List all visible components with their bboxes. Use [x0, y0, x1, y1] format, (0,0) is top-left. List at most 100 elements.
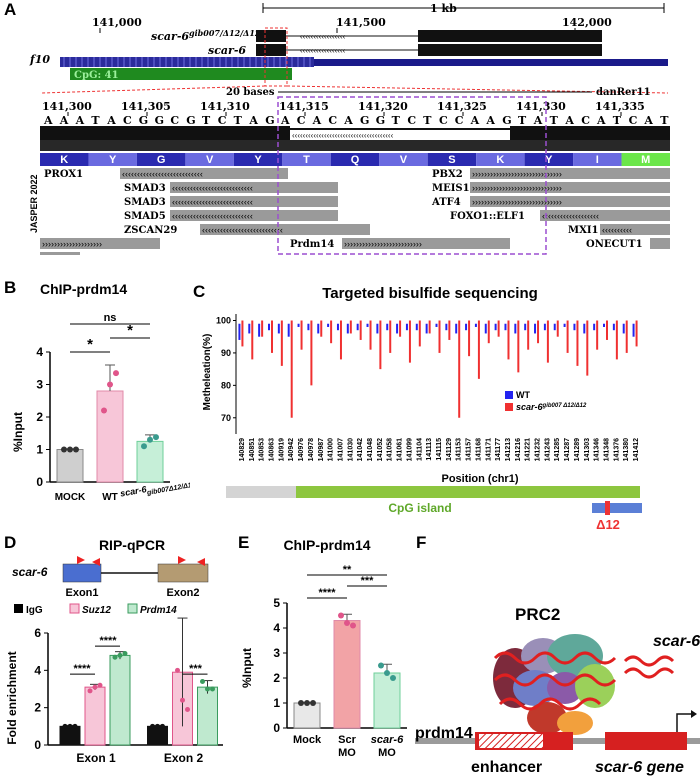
x-label-0: Exon 1: [76, 751, 116, 765]
seq-base: T: [660, 114, 669, 127]
sig-mock-wt-label: *: [87, 336, 93, 353]
track-scar6-label: scar-6: [208, 44, 246, 57]
data-point: [112, 654, 118, 660]
sig-e2-prdm14-label: ***: [189, 663, 203, 675]
scar6-mutant-exon2: [418, 30, 602, 42]
y-tick-label: 3: [36, 378, 43, 392]
tf-tracks: PROX1 ‹‹‹‹‹‹‹‹‹‹‹‹‹‹‹‹‹‹‹‹‹‹‹‹‹‹‹ SMAD3 …: [40, 168, 670, 255]
aa-letter: V: [206, 154, 214, 166]
x-tick-label: 141177: [495, 438, 502, 461]
y-tick-label: 0: [34, 738, 41, 752]
y-tick-label: 6: [34, 626, 41, 640]
aa-letter: Q: [351, 154, 360, 166]
x-tick-label: 141048: [367, 438, 374, 461]
bar-1: [333, 620, 361, 729]
seq-base: A: [343, 114, 353, 127]
x-tick-label: 141289: [574, 438, 581, 461]
x-tick-label: 141171: [485, 438, 492, 461]
x-tick-label: 141232: [535, 438, 542, 461]
x-tick-label: 141030: [347, 438, 354, 461]
aa-cell: [233, 153, 283, 166]
tf-atf4: ATF4: [431, 197, 461, 208]
seq-base: G: [139, 114, 148, 127]
x-tick-label: 141153: [456, 438, 463, 461]
aa-letter: I: [596, 154, 599, 166]
y-tick-label: 0: [273, 721, 280, 735]
panel-label-f: F: [416, 533, 427, 552]
data-point: [200, 679, 205, 685]
cpg-label: CpG: 41: [74, 70, 119, 81]
x-label-wt: WT: [102, 492, 118, 503]
panel-d-title: RIP-qPCR: [99, 537, 165, 553]
legend-prdm14: Prdm14: [140, 605, 177, 616]
aa-cell: [40, 153, 89, 166]
zoom-highlight-box: [264, 27, 288, 87]
seq-base: G: [376, 114, 385, 127]
tf-smad5: SMAD5: [124, 211, 166, 222]
x-tick-label: 141285: [554, 438, 561, 461]
zoom-coord-2: 141,310: [200, 100, 250, 113]
scar6-exon1: [256, 44, 286, 56]
svg-text:‹‹‹‹‹‹‹‹‹‹‹‹‹‹‹‹‹‹‹‹‹‹‹‹‹‹‹: ‹‹‹‹‹‹‹‹‹‹‹‹‹‹‹‹‹‹‹‹‹‹‹‹‹‹‹: [172, 211, 253, 221]
aa-cell: [136, 153, 186, 166]
aa-cell: [476, 153, 525, 166]
aa-letter: Y: [254, 154, 262, 166]
data-point: [113, 370, 119, 377]
seq-base: C: [170, 114, 179, 127]
seq-base: C: [123, 114, 132, 127]
seq-base: T: [613, 114, 622, 127]
bar-0: [293, 702, 321, 729]
x-tick-label: 141042: [357, 438, 364, 461]
seq-base: C: [581, 114, 590, 127]
seq-base: A: [75, 114, 85, 127]
panel-c-chart: Targeted bisulfide sequencing Metheleati…: [202, 285, 642, 532]
svg-text:‹‹‹‹‹‹‹‹‹‹‹‹‹‹‹‹‹: ‹‹‹‹‹‹‹‹‹‹‹‹‹‹‹‹‹: [300, 46, 346, 55]
panel-d-chart: RIP-qPCR scar-6 Exon1 Exon2 IgG Suz12 Pr…: [5, 537, 223, 765]
svg-text:››››››››››››››››››››: ››››››››››››››››››››: [42, 239, 102, 249]
y-tick-label: 3: [273, 646, 280, 660]
seq-base: C: [407, 114, 416, 127]
sig-e1-prdm14-label: ****: [99, 635, 117, 647]
y-tick-label: 4: [34, 663, 41, 677]
seq-base: T: [202, 114, 211, 127]
y-tick-label: 2: [36, 410, 43, 424]
data-point: [72, 723, 78, 729]
legend-suz12: Suz12: [82, 605, 111, 616]
scar6-mutant-exon1: [256, 30, 286, 42]
svg-text:‹‹‹‹‹‹‹‹‹‹‹‹‹‹‹‹‹‹‹‹‹‹‹‹‹‹‹: ‹‹‹‹‹‹‹‹‹‹‹‹‹‹‹‹‹‹‹‹‹‹‹‹‹‹‹: [172, 183, 253, 193]
tf-prdm14: Prdm14: [290, 239, 334, 250]
x-tick-label: 140863: [268, 438, 275, 461]
x-tick-label: 140942: [288, 438, 295, 461]
seq-base: C: [218, 114, 227, 127]
aa-cell: [282, 153, 331, 166]
sig-e1-suz12-label: ****: [73, 663, 91, 675]
zoom-exon-left: [40, 126, 290, 140]
prc2-label: PRC2: [515, 605, 560, 624]
aa-letter: Y: [109, 154, 117, 166]
aa-letter: V: [400, 154, 408, 166]
y-tick-label: 2: [273, 671, 280, 685]
panel-e-title: ChIP-prdm14: [283, 537, 370, 553]
x-tick-label: 140987: [318, 438, 325, 461]
svg-text:‹‹‹‹‹‹‹‹‹‹‹‹‹‹‹‹‹: ‹‹‹‹‹‹‹‹‹‹‹‹‹‹‹‹‹: [300, 32, 346, 41]
data-point: [384, 670, 390, 676]
x-tick-label: 141157: [466, 438, 473, 461]
aa-letter: G: [157, 154, 166, 166]
x-tick-label: 141099: [406, 438, 413, 461]
y-tick-label: 90: [221, 348, 231, 358]
legend-igg: IgG: [26, 605, 43, 616]
x-tick-label: 141058: [387, 438, 394, 461]
zoom-exon-left2: [290, 128, 510, 130]
y-tick-label: 100: [216, 315, 231, 325]
scale-label: 1 kb: [430, 2, 457, 15]
aa-letter: Y: [545, 154, 553, 166]
bar-2: [373, 672, 401, 729]
assembly-label: danRer11: [596, 87, 651, 98]
x-label-1: MO: [338, 747, 356, 759]
zoom-scale-label: 20 bases: [226, 87, 275, 98]
svg-text:‹‹‹‹‹‹‹‹‹‹‹‹‹‹‹‹‹‹‹‹‹‹‹‹‹‹‹‹‹‹: ‹‹‹‹‹‹‹‹‹‹‹‹‹‹‹‹‹‹‹‹‹‹‹‹‹‹‹‹‹‹‹‹‹‹‹‹‹‹: [292, 131, 394, 140]
x-label-2: scar-6: [371, 734, 404, 746]
svg-text:‹‹‹‹‹‹‹‹‹‹‹‹‹‹‹‹‹‹‹‹‹‹‹‹‹‹‹: ‹‹‹‹‹‹‹‹‹‹‹‹‹‹‹‹‹‹‹‹‹‹‹‹‹‹‹: [202, 225, 283, 235]
aa-letter: K: [60, 154, 68, 166]
x-tick-label: 140976: [298, 438, 305, 461]
